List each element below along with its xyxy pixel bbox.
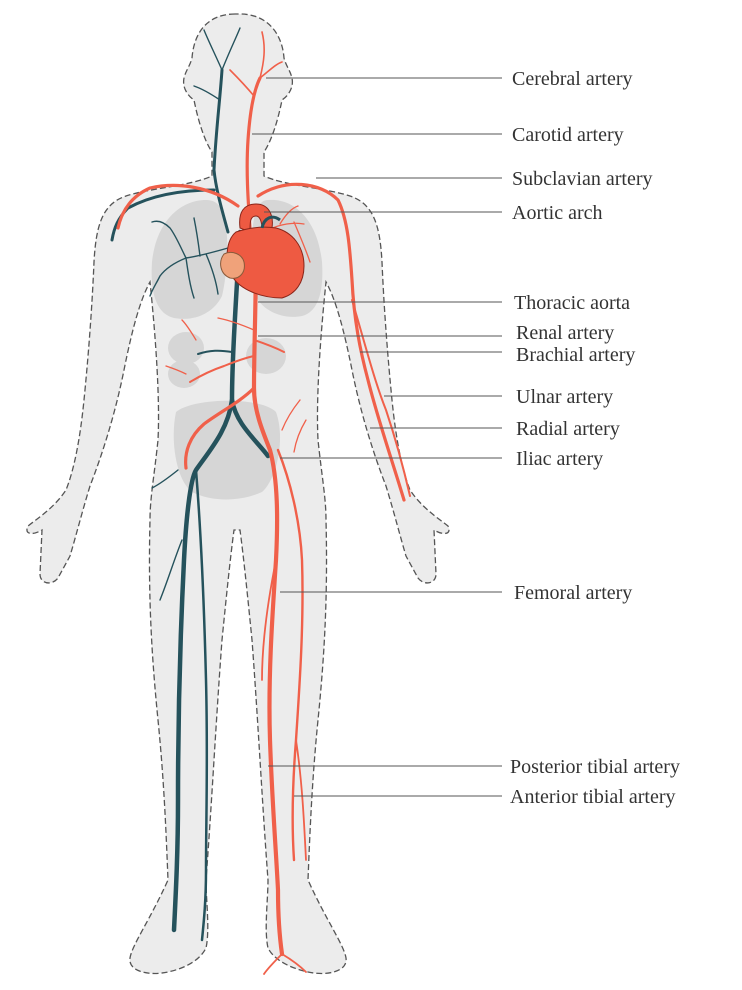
label-radial-artery: Radial artery — [516, 418, 620, 440]
label-posterior-tibial-artery: Posterior tibial artery — [510, 756, 680, 778]
label-carotid-artery: Carotid artery — [512, 124, 624, 146]
label-ulnar-artery: Ulnar artery — [516, 386, 613, 408]
kidney-lower — [168, 360, 200, 388]
label-aortic-arch: Aortic arch — [512, 202, 603, 224]
label-renal-artery: Renal artery — [516, 322, 614, 344]
labels: Cerebral artery Carotid artery Subclavia… — [510, 68, 680, 808]
label-iliac-artery: Iliac artery — [516, 448, 603, 470]
label-anterior-tibial-artery: Anterior tibial artery — [510, 786, 676, 808]
label-femoral-artery: Femoral artery — [514, 582, 632, 604]
label-cerebral-artery: Cerebral artery — [512, 68, 632, 90]
label-subclavian-artery: Subclavian artery — [512, 168, 653, 190]
label-thoracic-aorta: Thoracic aorta — [514, 292, 630, 314]
right-kidney — [168, 332, 204, 364]
heart-atrium — [221, 252, 245, 278]
label-brachial-artery: Brachial artery — [516, 344, 635, 366]
